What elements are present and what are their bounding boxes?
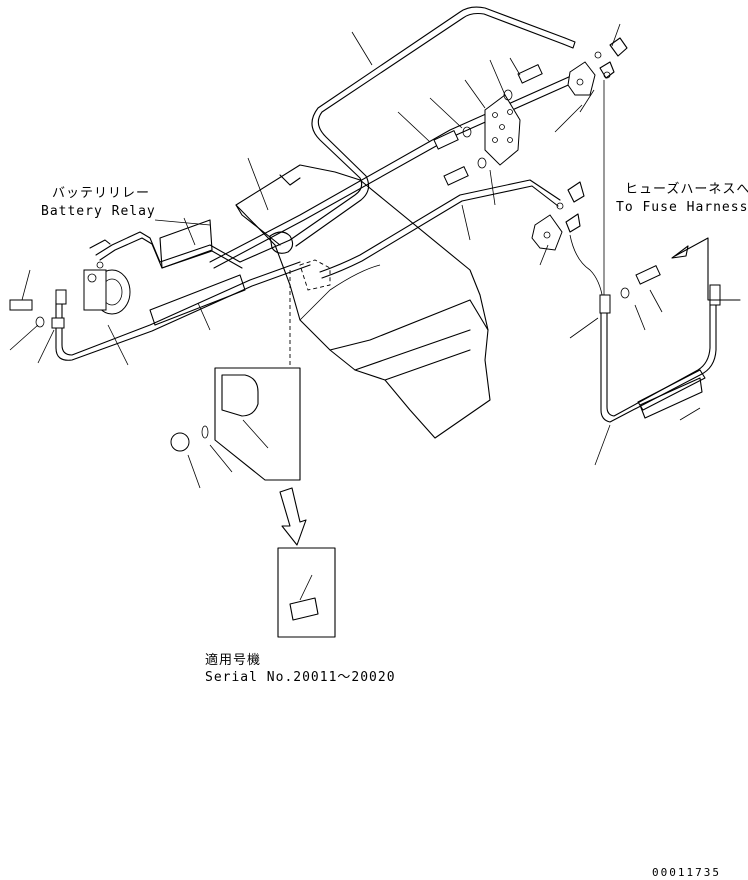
lower-cable: [319, 179, 561, 279]
battery-relay-label-en: Battery Relay: [41, 204, 156, 219]
drawing-number: 00011735: [652, 866, 721, 879]
fuse-harness-arrow: [671, 237, 741, 301]
mid-right-connectors: [531, 181, 585, 251]
inset-detail: [170, 259, 331, 481]
top-cable: [289, 6, 576, 247]
cable-clamps: [149, 219, 703, 419]
fuse-harness-cable: [569, 80, 721, 423]
fuse-harness-label-en: To Fuse Harness: [616, 200, 748, 215]
serial-label-en: Serial No.20011～20020: [205, 670, 396, 685]
detail-arrow: [279, 487, 307, 546]
leader-lines: [9, 23, 701, 601]
plate-bolts: [433, 64, 543, 186]
battery-relay: [51, 231, 311, 361]
battery-box: [235, 164, 491, 439]
bottom-right-bolt: [620, 265, 661, 299]
battery-relay-label-jp: バッテリリレー: [52, 186, 150, 201]
serial-inset: [277, 547, 336, 638]
serial-label-jp: 適用号機: [205, 652, 261, 668]
connection-plate: [484, 94, 521, 166]
fuse-harness-label-jp: ヒューズハーネスへ: [625, 181, 748, 197]
top-right-connectors: [567, 37, 628, 96]
middle-cable: [209, 71, 585, 269]
left-bolt: [9, 299, 45, 328]
